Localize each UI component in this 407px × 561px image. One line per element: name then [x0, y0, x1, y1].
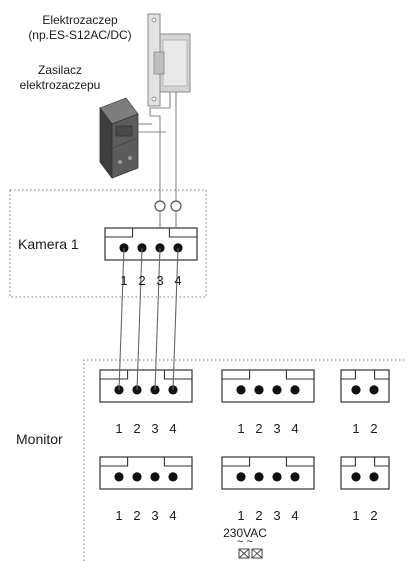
monitor-connector-r2-right [340, 456, 390, 490]
pin-number: 4 [169, 421, 177, 436]
pin-number: 2 [133, 421, 141, 436]
pin-number: 4 [291, 421, 299, 436]
pin-number: 3 [151, 508, 159, 523]
terminal-dot [254, 385, 264, 395]
monitor-connector-r1-right [340, 369, 390, 403]
pin-number: 2 [370, 421, 378, 436]
lock-terminal-1 [154, 200, 166, 212]
monitor-connector-r1-left [99, 369, 193, 403]
pin-number: 1 [115, 421, 123, 436]
terminal-dot [132, 472, 142, 482]
lock-wires [138, 100, 177, 201]
bus-wire [118, 247, 125, 391]
pin-number: 2 [370, 508, 378, 523]
pin-number: 1 [352, 508, 360, 523]
terminal-dot [272, 385, 282, 395]
pin-number: 4 [174, 273, 182, 288]
pin-number: 2 [255, 421, 263, 436]
terminal-dot [236, 472, 246, 482]
monitor-connector-r2-left [99, 456, 193, 490]
terminal-dot [369, 472, 379, 482]
lock-terminal-2 [170, 200, 182, 212]
monitor-label: Monitor [16, 431, 63, 447]
terminal-dot [168, 472, 178, 482]
pin-number: 2 [255, 508, 263, 523]
strike-model: (np.ES-S12AC/DC) [28, 28, 132, 42]
ac-terminal-icon [238, 548, 263, 559]
strike-title: Elektrozaczep [42, 13, 118, 27]
camera-connector [104, 227, 198, 261]
bus-wire [154, 247, 161, 391]
pin-number: 2 [133, 508, 141, 523]
psu-label-line2: elektrozaczepu [19, 78, 101, 92]
pin-number: 1 [237, 508, 245, 523]
monitor-boundary [83, 359, 407, 561]
terminal-dot [236, 385, 246, 395]
terminal-dot [137, 243, 147, 253]
pin-number: 3 [156, 273, 164, 288]
pin-number: 4 [291, 508, 299, 523]
pin-number: 3 [273, 508, 281, 523]
terminal-dot [290, 385, 300, 395]
terminal-dot [173, 243, 183, 253]
pin-number: 1 [352, 421, 360, 436]
ac-tilde: ~ ~ [237, 536, 253, 548]
camera-label: Kamera 1 [18, 236, 79, 252]
electric-strike-icon [147, 13, 191, 107]
connector-blocks [99, 211, 390, 490]
terminal-dot [351, 472, 361, 482]
pin-number: 3 [273, 421, 281, 436]
psu-label-line1: Zasilacz [37, 63, 82, 77]
terminal-dot [150, 472, 160, 482]
pin-number: 3 [151, 421, 159, 436]
monitor-connector-r2-middle [221, 456, 315, 490]
terminal-dot [119, 243, 129, 253]
ac-label: 230VAC [223, 526, 267, 540]
bus-wire [136, 247, 143, 391]
din-power-supply-icon [99, 97, 139, 180]
pin-number: 1 [120, 273, 128, 288]
pin-number: 1 [237, 421, 245, 436]
terminal-dot [254, 472, 264, 482]
terminal-dot [351, 385, 361, 395]
pin-number: 1 [115, 508, 123, 523]
terminal-dot [114, 472, 124, 482]
monitor-connector-r1-middle [221, 369, 315, 403]
pin-number: 2 [138, 273, 146, 288]
pin-number: 4 [169, 508, 177, 523]
terminal-dot [369, 385, 379, 395]
bus-wire [172, 247, 179, 391]
camera-boundary [9, 189, 207, 298]
terminal-dot [155, 243, 165, 253]
terminal-dot [290, 472, 300, 482]
terminal-dot [272, 472, 282, 482]
